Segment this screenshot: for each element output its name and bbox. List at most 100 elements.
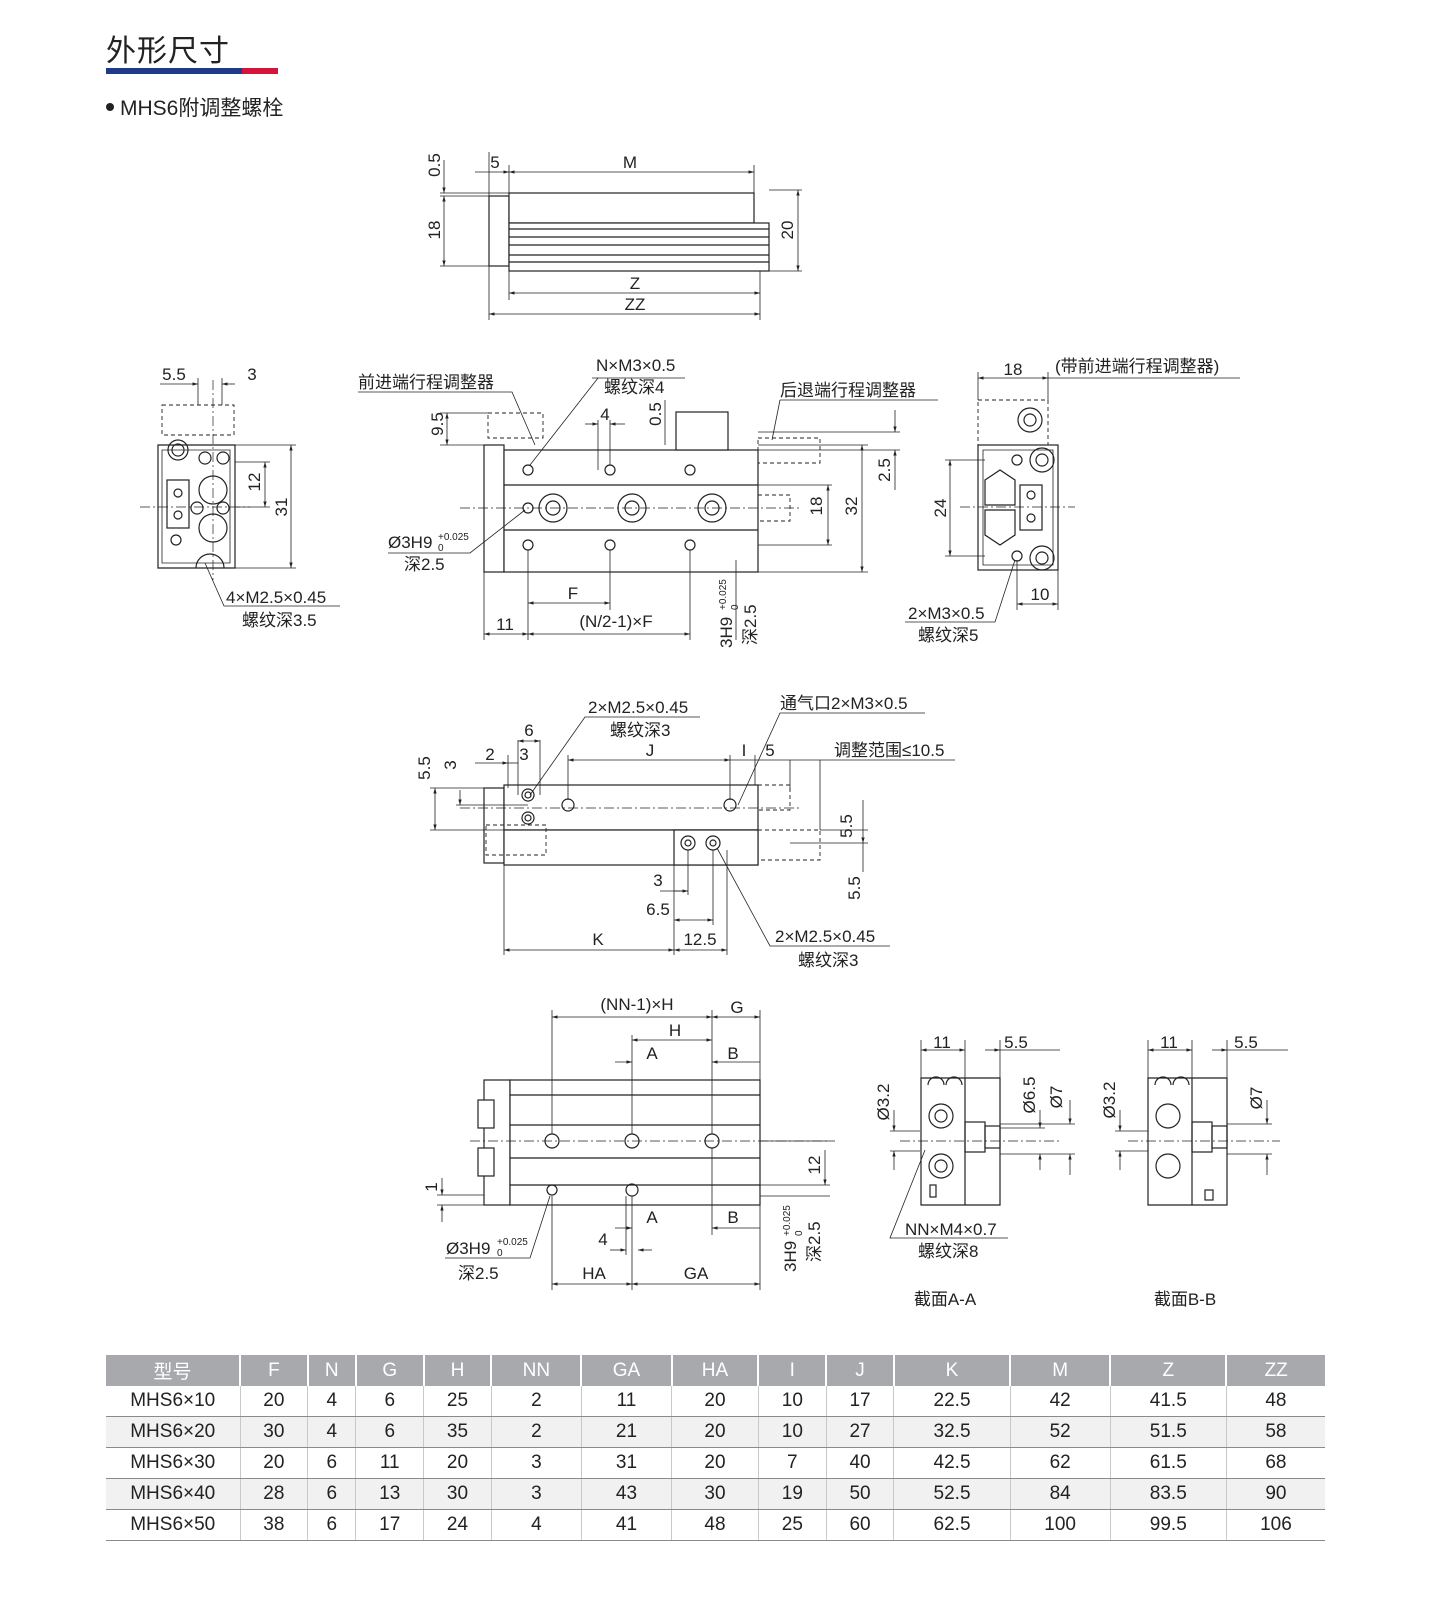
front-hole-label: Ø3H9 bbox=[388, 533, 432, 552]
rear-adjuster-label: 后退端行程调整器 bbox=[780, 381, 916, 400]
dim-NN-1-H: (NN-1)×H bbox=[600, 995, 673, 1014]
b2-hole-depth: 深2.5 bbox=[458, 1264, 499, 1283]
b1-thread-bottom: 2×M2.5×0.45 bbox=[775, 927, 875, 946]
technical-drawing: 0.5 5 M 18 20 Z ZZ bbox=[140, 152, 1288, 1309]
right-thread-depth: 螺纹深5 bbox=[918, 626, 978, 645]
table-cell: 2 bbox=[491, 1416, 582, 1448]
top-view bbox=[440, 152, 802, 320]
dim-B-top: B bbox=[727, 1044, 738, 1063]
dim-12: 12 bbox=[245, 473, 264, 492]
dim-3-vert: 3 bbox=[441, 760, 460, 769]
dim-0-5: 0.5 bbox=[646, 402, 665, 426]
table-header-cell: HA bbox=[671, 1355, 760, 1386]
front-adjuster-label: 前进端行程调整器 bbox=[358, 373, 494, 392]
table-cell-model: MHS6×50 bbox=[106, 1509, 241, 1541]
front-vert-tol-low: 0 bbox=[730, 604, 741, 610]
dim-5-5-left: 5.5 bbox=[415, 756, 434, 780]
table-cell: 40 bbox=[826, 1447, 895, 1479]
section-a-a bbox=[889, 1040, 1075, 1239]
table-header-cell: G bbox=[355, 1355, 425, 1386]
dim-2: 2 bbox=[485, 745, 494, 764]
table-cell: 30 bbox=[423, 1478, 492, 1510]
table-cell: 6 bbox=[355, 1416, 425, 1448]
dim-B-bottom: B bbox=[727, 1208, 738, 1227]
table-cell: 90 bbox=[1226, 1478, 1325, 1510]
dim-12-5: 12.5 bbox=[683, 930, 716, 949]
b2-hole-label: Ø3H9 bbox=[446, 1239, 490, 1258]
dim-5-5: 5.5 bbox=[1004, 1033, 1028, 1052]
table-cell: 48 bbox=[1226, 1386, 1325, 1417]
table-cell: 52 bbox=[1010, 1416, 1111, 1448]
dim-6: 6 bbox=[524, 721, 533, 740]
b1-depth-top: 螺纹深3 bbox=[610, 721, 670, 740]
table-cell: 6 bbox=[307, 1447, 357, 1479]
front-vert-depth: 深2.5 bbox=[741, 604, 760, 645]
front-view bbox=[358, 377, 938, 640]
bullet-icon bbox=[106, 103, 114, 111]
dim-4: 4 bbox=[598, 1230, 607, 1249]
b2-vert-hole: 3H9 bbox=[781, 1241, 800, 1272]
dim-11: 11 bbox=[933, 1033, 951, 1052]
dim-dia-7: Ø7 bbox=[1047, 1086, 1066, 1109]
dim-24: 24 bbox=[931, 499, 950, 518]
dim-20: 20 bbox=[778, 221, 797, 240]
table-cell: 3 bbox=[491, 1478, 582, 1510]
dim-HA: HA bbox=[582, 1264, 606, 1283]
bottom-view-1 bbox=[430, 712, 955, 955]
table-cell: 4 bbox=[491, 1509, 582, 1541]
front-vert-hole: 3H9 bbox=[717, 617, 736, 648]
dim-5-5-right-bottom: 5.5 bbox=[845, 876, 864, 900]
table-cell-model: MHS6×20 bbox=[106, 1416, 241, 1448]
front-thread-depth: 螺纹深4 bbox=[604, 378, 664, 397]
top-view-labels: 0.5 5 M 18 20 Z ZZ bbox=[425, 153, 797, 314]
b1-port: 通气口2×M3×0.5 bbox=[780, 694, 908, 713]
dim-5-5: 5.5 bbox=[1234, 1033, 1258, 1052]
table-cell: 6 bbox=[355, 1386, 425, 1417]
dim-GA: GA bbox=[684, 1264, 709, 1283]
table-cell: 20 bbox=[240, 1447, 309, 1479]
dim-dia-7: Ø7 bbox=[1247, 1087, 1266, 1110]
table-header-cell: NN bbox=[491, 1355, 583, 1386]
dim-A-top: A bbox=[646, 1044, 658, 1063]
table-cell: 7 bbox=[758, 1447, 827, 1479]
table-cell: 61.5 bbox=[1110, 1447, 1227, 1479]
section-b-b-labels: 11 5.5 Ø3.2 Ø7 截面B-B bbox=[1100, 1033, 1266, 1309]
table-cell: 4 bbox=[307, 1386, 357, 1417]
table-cell: 42.5 bbox=[893, 1447, 1011, 1479]
dim-5: 5 bbox=[490, 153, 499, 172]
table-cell: 68 bbox=[1226, 1447, 1325, 1479]
b2-hole-tol-low: 0 bbox=[497, 1248, 503, 1259]
table-cell: 35 bbox=[423, 1416, 492, 1448]
table-cell-model: MHS6×30 bbox=[106, 1447, 241, 1479]
right-side-view-labels: 18 (带前进端行程调整器) 24 10 2×M3×0.5 螺纹深5 bbox=[908, 357, 1219, 645]
title-underline bbox=[106, 68, 278, 74]
table-cell: 6 bbox=[307, 1478, 357, 1510]
front-hole-tol-low: 0 bbox=[438, 543, 444, 554]
dim-I: I bbox=[742, 741, 747, 760]
front-vert-tol-up: +0.025 bbox=[718, 579, 729, 610]
table-cell: 20 bbox=[671, 1386, 759, 1417]
table-cell: 3 bbox=[491, 1447, 582, 1479]
table-cell: 30 bbox=[240, 1416, 309, 1448]
table-cell: 83.5 bbox=[1110, 1478, 1227, 1510]
table-cell: 27 bbox=[826, 1416, 895, 1448]
table-cell: 100 bbox=[1010, 1509, 1111, 1541]
table-cell: 42 bbox=[1010, 1386, 1111, 1417]
left-thread-note: 4×M2.5×0.45 bbox=[226, 588, 326, 607]
table-cell: 41 bbox=[581, 1509, 673, 1541]
table-header-row: 型号 F N G H NN GA HA I J K M Z ZZ bbox=[106, 1355, 1325, 1386]
table-cell: 4 bbox=[307, 1416, 357, 1448]
table-cell: 106 bbox=[1226, 1509, 1325, 1541]
dimension-table: 型号 F N G H NN GA HA I J K M Z ZZ MHS6×10… bbox=[106, 1355, 1325, 1541]
dim-dia-3-2: Ø3.2 bbox=[874, 1084, 893, 1121]
dim-dia-3-2: Ø3.2 bbox=[1100, 1082, 1119, 1119]
front-thread-note: N×M3×0.5 bbox=[596, 356, 675, 375]
dim-M: M bbox=[623, 153, 637, 172]
dim-3: 3 bbox=[247, 365, 256, 384]
dim-0-5: 0.5 bbox=[425, 153, 444, 177]
table-cell: 28 bbox=[240, 1478, 309, 1510]
table-header-cell: M bbox=[1010, 1355, 1112, 1386]
page-header: 外形尺寸 bbox=[106, 26, 230, 70]
